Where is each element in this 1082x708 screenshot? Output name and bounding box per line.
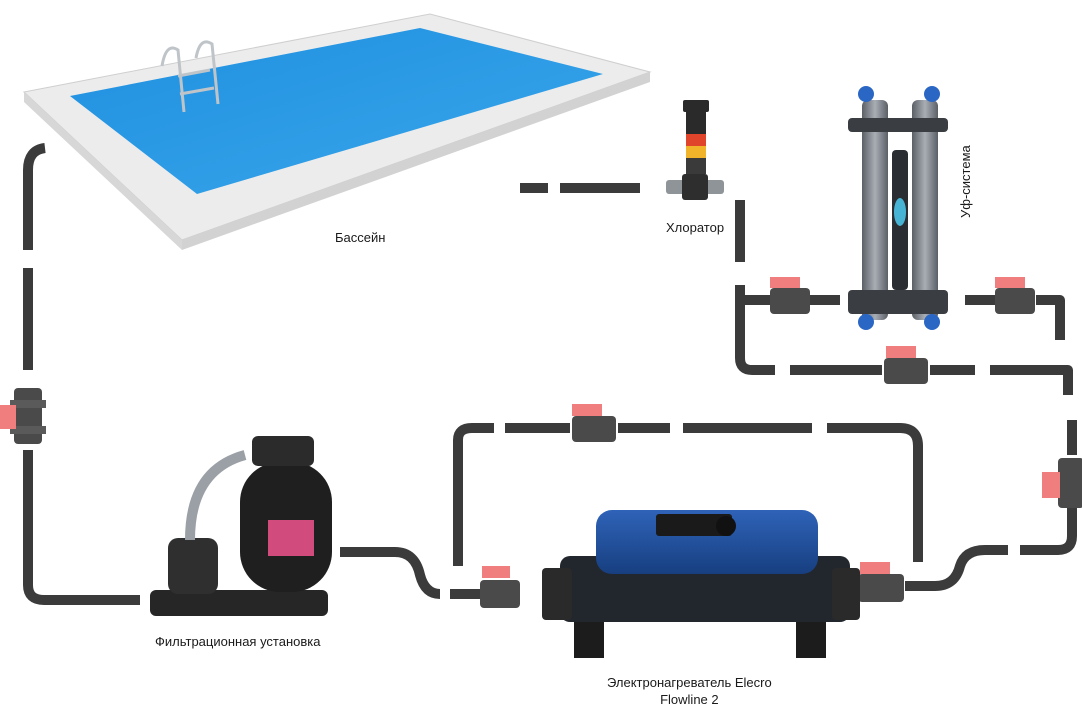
valve-left[interactable] (0, 388, 46, 444)
chlorinator-unit (666, 100, 724, 200)
heater-unit (542, 510, 860, 658)
pipe-uv-bypass (990, 365, 1073, 395)
filter-unit (150, 436, 332, 616)
pipe-pool-to-filter (23, 143, 46, 250)
heater-label-line2: Flowline 2 (660, 692, 719, 707)
uv-system-label: Уф-система (958, 145, 973, 218)
valve-uv-outlet[interactable] (995, 277, 1035, 314)
valve-heater-bypass[interactable] (572, 404, 616, 442)
filter-unit-label: Фильтрационная установка (155, 634, 321, 649)
valve-heater-inlet[interactable] (480, 566, 520, 608)
pipe-filter-to-heater (340, 547, 441, 599)
chlorinator-label: Хлоратор (666, 220, 725, 235)
uv-system-unit (848, 86, 948, 330)
valve-uv-inlet[interactable] (770, 277, 810, 314)
valve-right-vertical[interactable] (1042, 458, 1082, 508)
valve-uv-bypass[interactable] (884, 346, 928, 384)
pipe-network (23, 143, 1077, 605)
heater-label: Электронагреватель Elecro Flowline 2 (607, 674, 772, 708)
pipe-heater-outlet (905, 545, 1008, 591)
pipe-heater-bypass (453, 423, 494, 566)
pool (22, 13, 652, 250)
heater-label-line1: Электронагреватель Elecro (607, 675, 772, 690)
pool-label: Бассейн (335, 230, 386, 245)
pool-ladder-icon (160, 40, 220, 113)
valve-heater-outlet[interactable] (858, 562, 904, 602)
